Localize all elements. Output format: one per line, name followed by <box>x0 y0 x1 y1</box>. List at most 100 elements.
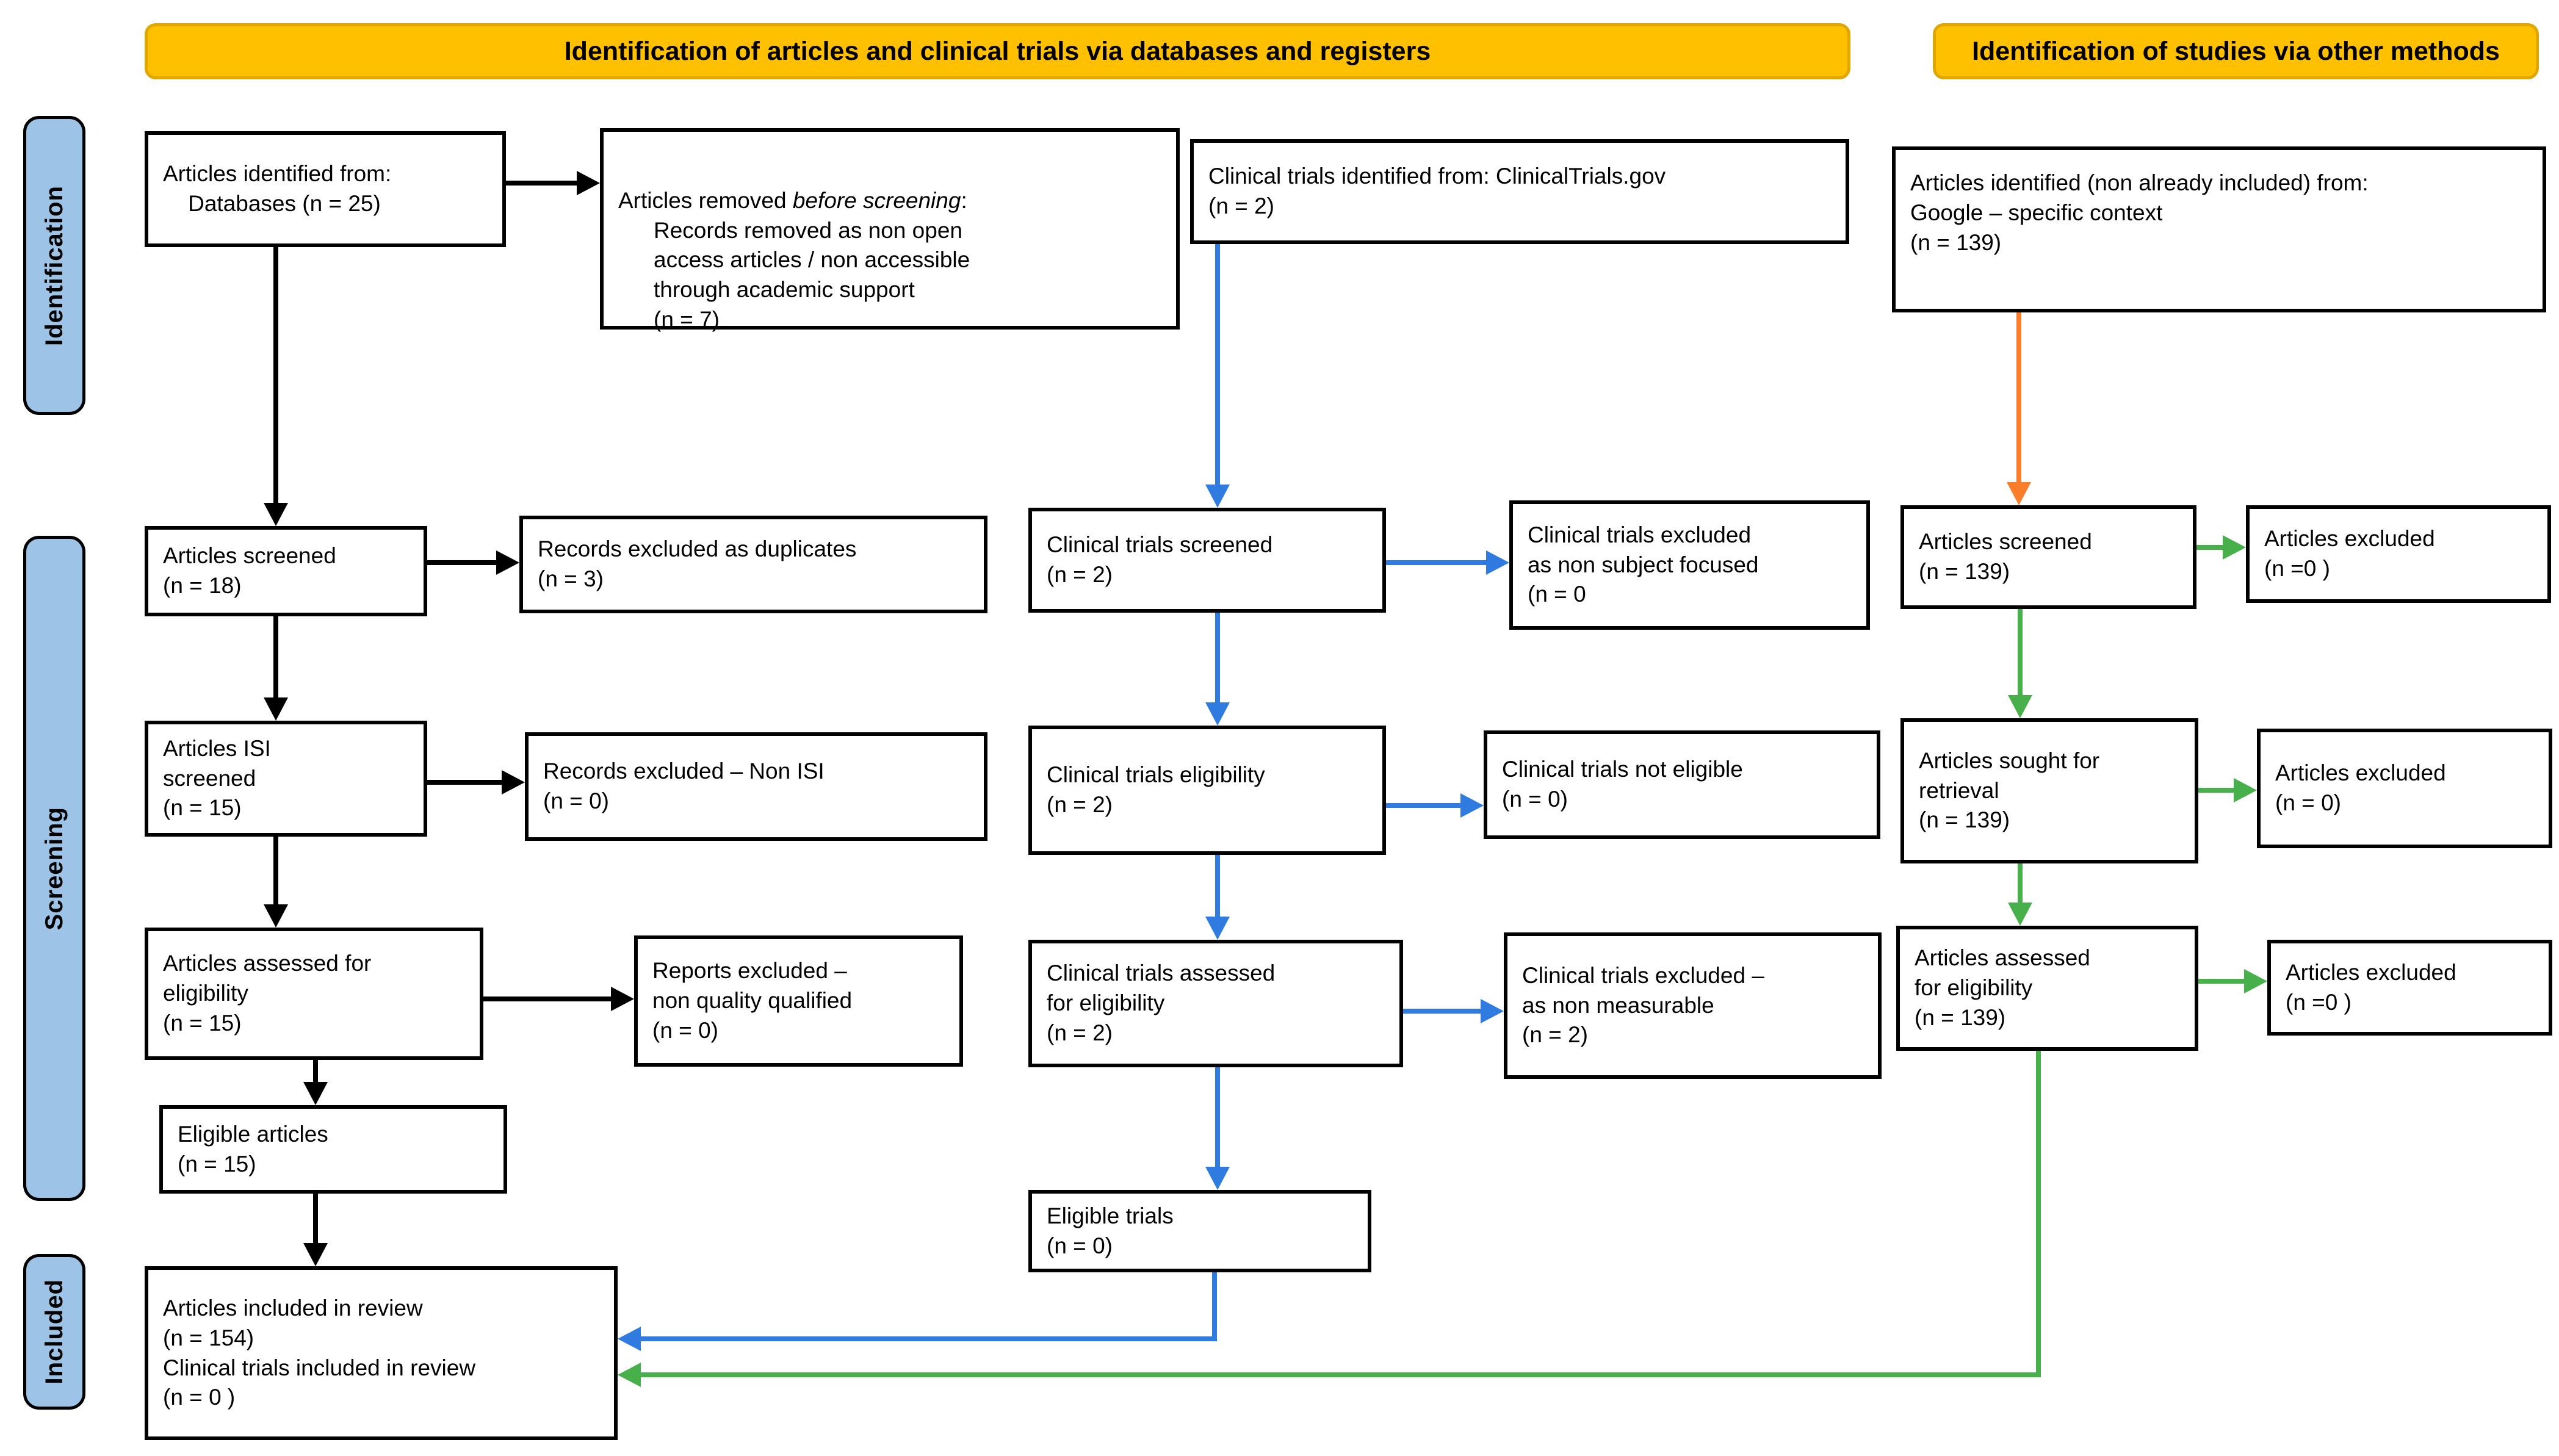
box-included-in-review: Articles included in review (n = 154) Cl… <box>145 1266 618 1440</box>
banner-databases-label: Identification of articles and clinical … <box>564 36 1431 66</box>
banner-other-methods-label: Identification of studies via other meth… <box>1972 36 2500 66</box>
box-articles-excluded-other-1: Articles excluded (n =0 ) <box>2246 505 2551 603</box>
arrow-identified-to-removed-line <box>506 181 578 186</box>
arrow-eligible-to-included-line <box>313 1194 318 1244</box>
arrow-assessed-to-reports-line <box>483 996 612 1001</box>
arrow-sought-to-assessed-line <box>2018 863 2023 903</box>
box-articles-assessed-eligibility: Articles assessed for eligibility (n = 1… <box>145 928 483 1060</box>
box-articles-excluded-other-1-text: Articles excluded (n =0 ) <box>2264 526 2435 581</box>
box-articles-removed-before-screening: Articles removed before screening: Recor… <box>600 128 1180 332</box>
arrow-eligibility-to-not-eligible-line <box>1386 803 1460 808</box>
arrow-other-assessed-to-excluded-line <box>2198 979 2244 984</box>
box-trials-excluded-non-subject-text: Clinical trials excluded as non subject … <box>1528 522 1759 607</box>
arrow-screened-to-duplicates-head <box>496 550 519 575</box>
box-trials-assessed-eligibility: Clinical trials assessed for eligibility… <box>1028 940 1403 1067</box>
box-duplicates-excluded: Records excluded as duplicates (n = 3) <box>519 516 987 613</box>
box-articles-identified-google: Articles identified (non already include… <box>1892 146 2546 312</box>
box-eligible-articles-text: Eligible articles (n = 15) <box>178 1121 328 1177</box>
stage-identification: Identification <box>23 116 85 415</box>
box-articles-identified-google-text: Articles identified (non already include… <box>1910 170 2369 255</box>
arrow-assessed-to-reports-head <box>611 987 634 1011</box>
arrow-identified-to-removed-head <box>577 171 600 195</box>
box-articles-identified-databases: Articles identified from: Databases (n =… <box>145 131 506 247</box>
arrow-assessed-to-eligible-line <box>313 1060 318 1083</box>
stage-identification-label: Identification <box>40 185 68 346</box>
arrow-screened-to-duplicates-line <box>427 560 497 565</box>
arrow-screened-to-isi-line <box>273 616 278 699</box>
box-trials-eligibility-text: Clinical trials eligibility (n = 2) <box>1047 762 1265 817</box>
arrow-trials-screened-to-eligibility-head <box>1205 702 1230 726</box>
box-articles-assessed-other-text: Articles assessed for eligibility (n = 1… <box>1915 945 2090 1030</box>
articles-removed-prefix: Articles removed <box>618 187 793 213</box>
box-articles-removed-text: Articles removed before screening: Recor… <box>618 156 970 365</box>
arrow-eligibility-to-assessed-line <box>1215 855 1220 917</box>
arrow-isi-to-assessed-head <box>264 904 288 928</box>
arrow-other-assessed-to-included-line <box>641 1372 2041 1377</box>
box-articles-excluded-other-3: Articles excluded (n =0 ) <box>2267 940 2552 1036</box>
box-duplicates-excluded-text: Records excluded as duplicates (n = 3) <box>538 536 857 591</box>
arrow-isi-to-assessed-line <box>273 837 278 906</box>
arrow-other-screened-to-sought-line <box>2018 609 2023 695</box>
arrow-sought-to-excluded-line <box>2198 788 2234 793</box>
arrow-eligible-to-included-head <box>303 1243 328 1266</box>
stage-screening-label: Screening <box>40 806 68 931</box>
arrow-other-screened-to-excluded-line <box>2196 545 2223 550</box>
box-articles-excluded-other-2: Articles excluded (n = 0) <box>2257 729 2552 848</box>
box-trials-excluded-non-measurable-text: Clinical trials excluded – as non measur… <box>1522 962 1764 1048</box>
arrow-identified-to-screened-line <box>273 247 278 504</box>
arrow-trials-screened-to-excluded-line <box>1386 560 1486 565</box>
arrow-trials-identified-to-screened-head <box>1205 485 1230 508</box>
box-trials-excluded-non-measurable: Clinical trials excluded – as non measur… <box>1504 932 1882 1079</box>
arrow-trials-assessed-to-eligible-line <box>1215 1067 1220 1167</box>
box-included-in-review-text: Articles included in review (n = 154) Cl… <box>163 1295 476 1410</box>
box-articles-assessed-eligibility-text: Articles assessed for eligibility (n = 1… <box>163 951 372 1036</box>
arrow-eligible-trials-to-included-line <box>641 1336 1217 1341</box>
box-articles-isi-screened: Articles ISI screened (n = 15) <box>145 721 427 837</box>
arrow-other-screened-to-excluded-head <box>2223 535 2246 560</box>
stage-included-label: Included <box>40 1279 68 1385</box>
arrow-trials-screened-to-excluded-head <box>1486 550 1509 575</box>
arrow-trials-assessed-to-excluded-head <box>1481 999 1504 1023</box>
stage-screening: Screening <box>23 536 85 1201</box>
box-articles-assessed-other: Articles assessed for eligibility (n = 1… <box>1896 926 2198 1051</box>
box-trials-identified: Clinical trials identified from: Clinica… <box>1190 139 1849 244</box>
arrow-other-assessed-down-line <box>2036 1051 2041 1377</box>
box-trials-identified-text: Clinical trials identified from: Clinica… <box>1208 164 1666 218</box>
box-trials-screened: Clinical trials screened (n = 2) <box>1028 508 1386 613</box>
box-trials-screened-text: Clinical trials screened (n = 2) <box>1047 532 1273 587</box>
arrow-eligible-trials-down-line <box>1212 1272 1217 1341</box>
arrow-google-to-screened-head <box>2007 482 2031 505</box>
box-eligible-trials: Eligible trials (n = 0) <box>1028 1190 1371 1272</box>
arrow-eligible-trials-to-included-head <box>618 1327 641 1351</box>
stage-included: Included <box>23 1254 85 1410</box>
arrow-trials-identified-to-screened-line <box>1215 244 1220 486</box>
box-trials-not-eligible: Clinical trials not eligible (n = 0) <box>1484 730 1880 839</box>
box-articles-screened-other-text: Articles screened (n = 139) <box>1919 529 2092 584</box>
box-reports-excluded-text: Reports excluded – non quality qualified… <box>652 958 853 1043</box>
box-articles-isi-screened-text: Articles ISI screened (n = 15) <box>163 735 271 821</box>
arrow-eligibility-to-not-eligible-head <box>1460 793 1484 818</box>
arrow-screened-to-isi-head <box>264 697 288 721</box>
box-records-excluded-non-isi-text: Records excluded – Non ISI (n = 0) <box>543 759 825 813</box>
articles-removed-italic: before screening <box>792 187 961 213</box>
box-articles-sought-retrieval-text: Articles sought for retrieval (n = 139) <box>1919 748 2100 833</box>
arrow-identified-to-screened-head <box>264 503 288 526</box>
box-records-excluded-non-isi: Records excluded – Non ISI (n = 0) <box>525 732 987 841</box>
box-articles-excluded-other-2-text: Articles excluded (n = 0) <box>2275 760 2446 815</box>
arrow-other-screened-to-sought-head <box>2008 695 2032 718</box>
box-articles-identified-databases-text: Articles identified from: Databases (n =… <box>163 161 392 216</box>
arrow-eligibility-to-assessed-head <box>1205 917 1230 940</box>
box-reports-excluded: Reports excluded – non quality qualified… <box>634 935 963 1067</box>
arrow-other-assessed-to-excluded-head <box>2244 969 2267 993</box>
arrow-isi-to-non-isi-head <box>502 770 525 795</box>
articles-removed-colon: : <box>961 187 967 213</box>
box-articles-excluded-other-3-text: Articles excluded (n =0 ) <box>2286 959 2456 1015</box>
box-trials-eligibility: Clinical trials eligibility (n = 2) <box>1028 726 1386 855</box>
box-trials-excluded-non-subject: Clinical trials excluded as non subject … <box>1509 500 1870 630</box>
articles-removed-body: Records removed as non open access artic… <box>654 217 970 333</box>
arrow-google-to-screened-line <box>2016 312 2021 482</box>
arrow-other-assessed-to-included-head <box>618 1363 641 1387</box>
box-trials-assessed-eligibility-text: Clinical trials assessed for eligibility… <box>1047 960 1276 1045</box>
box-eligible-trials-text: Eligible trials (n = 0) <box>1047 1203 1174 1258</box>
